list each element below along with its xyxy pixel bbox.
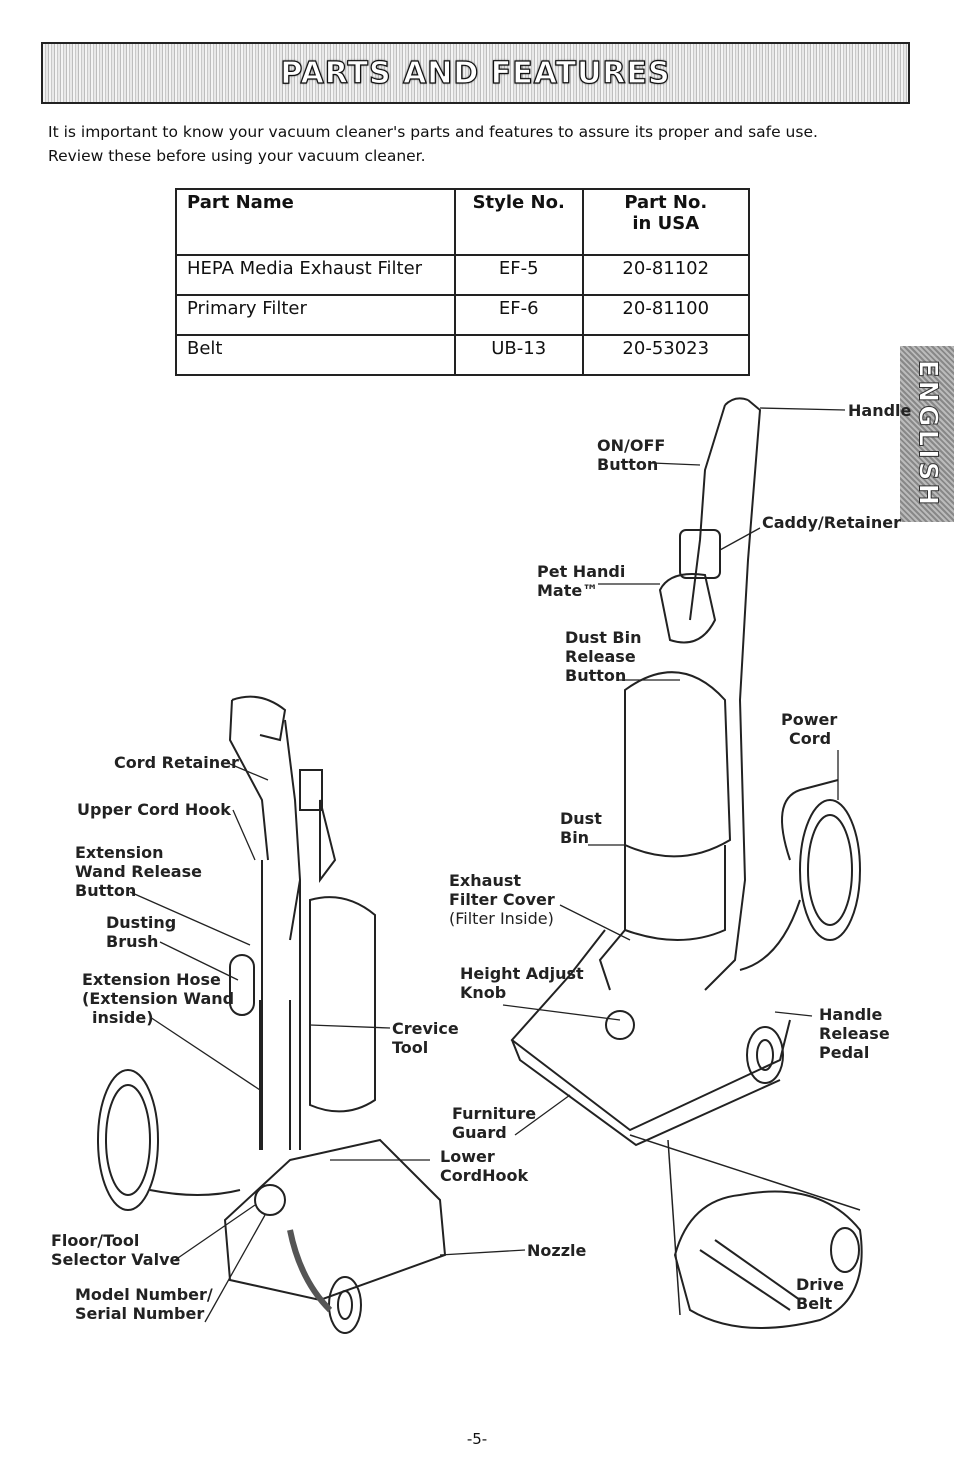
page-number: -5-: [466, 1430, 488, 1448]
label-furniture-guard: Furniture Guard: [452, 1104, 536, 1142]
label-model-serial-number: Model Number/ Serial Number: [75, 1285, 213, 1323]
label-line: Release: [565, 647, 636, 666]
cell-part-no: 20-53023: [581, 334, 751, 376]
intro-line-2: Review these before using your vacuum cl…: [48, 147, 426, 165]
label-line: Button: [565, 666, 627, 685]
label-line: Guard: [452, 1123, 507, 1142]
label-exhaust-filter-cover: Exhaust Filter Cover (Filter Inside): [449, 871, 555, 928]
table-header-row: Part Name Style No. Part No. in USA: [175, 188, 751, 256]
page-title: PARTS AND FEATURES: [280, 55, 671, 91]
label-line: Belt: [796, 1294, 833, 1313]
table-row: Belt UB-13 20-53023: [175, 334, 751, 376]
label-floor-tool-selector-valve: Floor/Tool Selector Valve: [51, 1231, 180, 1269]
label-dust-bin-release-button: Dust Bin Release Button: [565, 628, 641, 685]
label-line: Power: [781, 710, 838, 729]
label-dust-bin: Dust Bin: [560, 809, 602, 847]
cell-part-no: 20-81102: [581, 254, 751, 296]
header-part-no: Part No. in USA: [581, 188, 751, 256]
label-line: Brush: [106, 932, 159, 951]
label-line: Exhaust: [449, 871, 521, 890]
label-extension-hose: Extension Hose (Extension Wand inside): [82, 970, 234, 1027]
left-vacuum-drawing: [97, 695, 447, 1334]
cell-style-no: UB-13: [453, 334, 584, 376]
title-banner: PARTS AND FEATURES: [41, 42, 910, 104]
label-line: (Filter Inside): [449, 909, 554, 928]
parts-table: Part Name Style No. Part No. in USA HEPA…: [175, 188, 751, 376]
label-upper-cord-hook: Upper Cord Hook: [77, 800, 231, 819]
label-crevice-tool: Crevice Tool: [392, 1019, 459, 1057]
label-line: inside): [92, 1008, 154, 1027]
right-vacuum-drawing: [510, 397, 861, 1147]
language-tab: ENGLISH: [900, 346, 954, 522]
label-line: Handle: [819, 1005, 883, 1024]
label-line: Selector Valve: [51, 1250, 181, 1269]
label-line: Pet Handi: [537, 562, 626, 581]
leader-lines: [129, 407, 846, 1323]
cell-style-no: EF-6: [453, 294, 584, 336]
label-line: ON/OFF: [597, 436, 666, 455]
label-lower-cordhook: Lower CordHook: [440, 1147, 528, 1185]
table-row: HEPA Media Exhaust Filter EF-5 20-81102: [175, 254, 751, 296]
label-handle-release-pedal: Handle Release Pedal: [819, 1005, 890, 1062]
label-line: Filter Cover: [449, 890, 555, 909]
label-line: Model Number/: [75, 1285, 213, 1304]
cell-part-name: HEPA Media Exhaust Filter: [175, 254, 456, 296]
label-line: CordHook: [440, 1166, 529, 1185]
label-line: Dust Bin: [565, 628, 642, 647]
cell-style-no: EF-5: [453, 254, 584, 296]
label-height-adjust-knob: Height Adjust Knob: [460, 964, 584, 1002]
label-line: Furniture: [452, 1104, 537, 1123]
label-handle: Handle: [848, 401, 912, 420]
label-line: Crevice: [392, 1019, 459, 1038]
intro-line-1: It is important to know your vacuum clea…: [48, 123, 818, 141]
label-dusting-brush: Dusting Brush: [106, 913, 176, 951]
label-line: Mate™: [537, 581, 599, 600]
label-line: Pedal: [819, 1043, 870, 1062]
label-line: Extension Hose: [82, 970, 221, 989]
label-drive-belt: Drive Belt: [796, 1275, 844, 1313]
label-line: Knob: [460, 983, 507, 1002]
label-cord-retainer: Cord Retainer: [114, 753, 239, 772]
label-line: Button: [597, 455, 659, 474]
table-row: Primary Filter EF-6 20-81100: [175, 294, 751, 336]
label-line: Dusting: [106, 913, 177, 932]
label-caddy-retainer: Caddy/Retainer: [762, 513, 901, 532]
label-line: Lower: [440, 1147, 495, 1166]
cell-part-name: Belt: [175, 334, 456, 376]
label-line: Height Adjust: [460, 964, 584, 983]
label-extension-wand-release-button: Extension Wand Release Button: [75, 843, 202, 900]
label-line: Drive: [796, 1275, 844, 1294]
label-line: Floor/Tool: [51, 1231, 140, 1250]
label-power-cord: Power Cord: [781, 710, 837, 748]
label-line: Cord: [789, 729, 832, 748]
label-line: Extension: [75, 843, 164, 862]
label-pet-handi-mate: Pet Handi Mate™: [537, 562, 625, 600]
label-on-off-button: ON/OFF Button: [597, 436, 665, 474]
drive-belt-detail: [629, 1134, 863, 1329]
header-style-no: Style No.: [453, 188, 584, 256]
label-line: Button: [75, 881, 137, 900]
label-line: Dust: [560, 809, 602, 828]
label-line: Bin: [560, 828, 590, 847]
header-part-name: Part Name: [175, 188, 456, 256]
label-line: Serial Number: [75, 1304, 205, 1323]
label-line: Wand Release: [75, 862, 202, 881]
label-line: Tool: [392, 1038, 429, 1057]
intro-text: It is important to know your vacuum clea…: [48, 120, 918, 168]
label-line: Release: [819, 1024, 890, 1043]
label-nozzle: Nozzle: [527, 1241, 587, 1260]
cell-part-no: 20-81100: [581, 294, 751, 336]
label-line: (Extension Wand: [82, 989, 235, 1008]
header-part-no-line2: in USA: [632, 213, 700, 234]
header-part-no-line1: Part No.: [624, 192, 708, 213]
cell-part-name: Primary Filter: [175, 294, 456, 336]
